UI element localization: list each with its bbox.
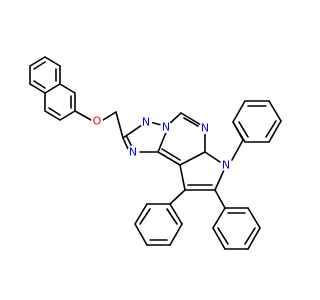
bond (157, 151, 181, 166)
bond (169, 189, 186, 205)
bond (212, 207, 226, 229)
bond (212, 227, 226, 250)
atom-oxygen: O (91, 115, 103, 128)
bond (44, 56, 61, 67)
bond (247, 227, 261, 250)
bond (102, 111, 117, 121)
bond (44, 110, 61, 121)
bond (33, 61, 46, 70)
bond (166, 208, 178, 225)
bond (169, 203, 183, 225)
bond (214, 169, 225, 191)
structure-canvas: O N N N N N (29, 56, 282, 250)
bond (179, 151, 206, 166)
bond (134, 223, 148, 246)
ether-linker (74, 110, 124, 139)
bond (33, 80, 46, 89)
bond (29, 56, 46, 67)
benzyl-group (231, 100, 282, 161)
atom-nitrogen-pyrimidine: N (199, 122, 211, 135)
bond (238, 121, 249, 138)
bond (44, 83, 61, 94)
bond (183, 117, 199, 127)
naphthalene-ring (29, 56, 76, 121)
bond (214, 189, 226, 209)
atom-labels: O N N N N N (91, 115, 232, 172)
atom-nitrogen-triazole-1: N (140, 116, 152, 129)
bond (247, 207, 261, 229)
bond (217, 227, 229, 245)
bond (115, 111, 124, 139)
bond (268, 100, 282, 122)
atom-label-o: O (93, 115, 102, 128)
atom-label-n: N (222, 159, 230, 172)
bond (139, 208, 151, 225)
atom-label-n: N (129, 146, 137, 159)
molecule-structure: O N N N N N (29, 56, 282, 250)
bond (204, 151, 221, 163)
bond (122, 137, 129, 150)
atom-label-n: N (162, 121, 170, 134)
bond (232, 121, 246, 143)
atom-label-n: N (142, 116, 150, 129)
bond (134, 203, 148, 225)
bond (265, 120, 277, 138)
phenyl-ring-left (134, 189, 186, 246)
bond (126, 136, 132, 146)
bond (48, 107, 61, 116)
bond (59, 110, 76, 121)
bond (161, 148, 181, 161)
bond (122, 124, 143, 139)
bond (169, 223, 183, 246)
bond (179, 164, 186, 191)
atom-label-n: N (201, 122, 209, 135)
atom-nitrogen-pyrrole: N (220, 159, 232, 172)
bond (180, 112, 202, 126)
phenyl-ring-right (212, 189, 261, 250)
atom-nitrogen-triazole-3: N (127, 146, 139, 159)
bond (244, 227, 256, 245)
bond (232, 100, 246, 123)
bond (268, 120, 282, 143)
bond (231, 139, 244, 161)
bond (29, 83, 46, 94)
atom-nitrogen-triazole-2: N (160, 121, 172, 134)
pyrrole-ring (179, 151, 225, 191)
bond (157, 129, 168, 153)
bond (59, 83, 76, 94)
bond (74, 110, 92, 121)
